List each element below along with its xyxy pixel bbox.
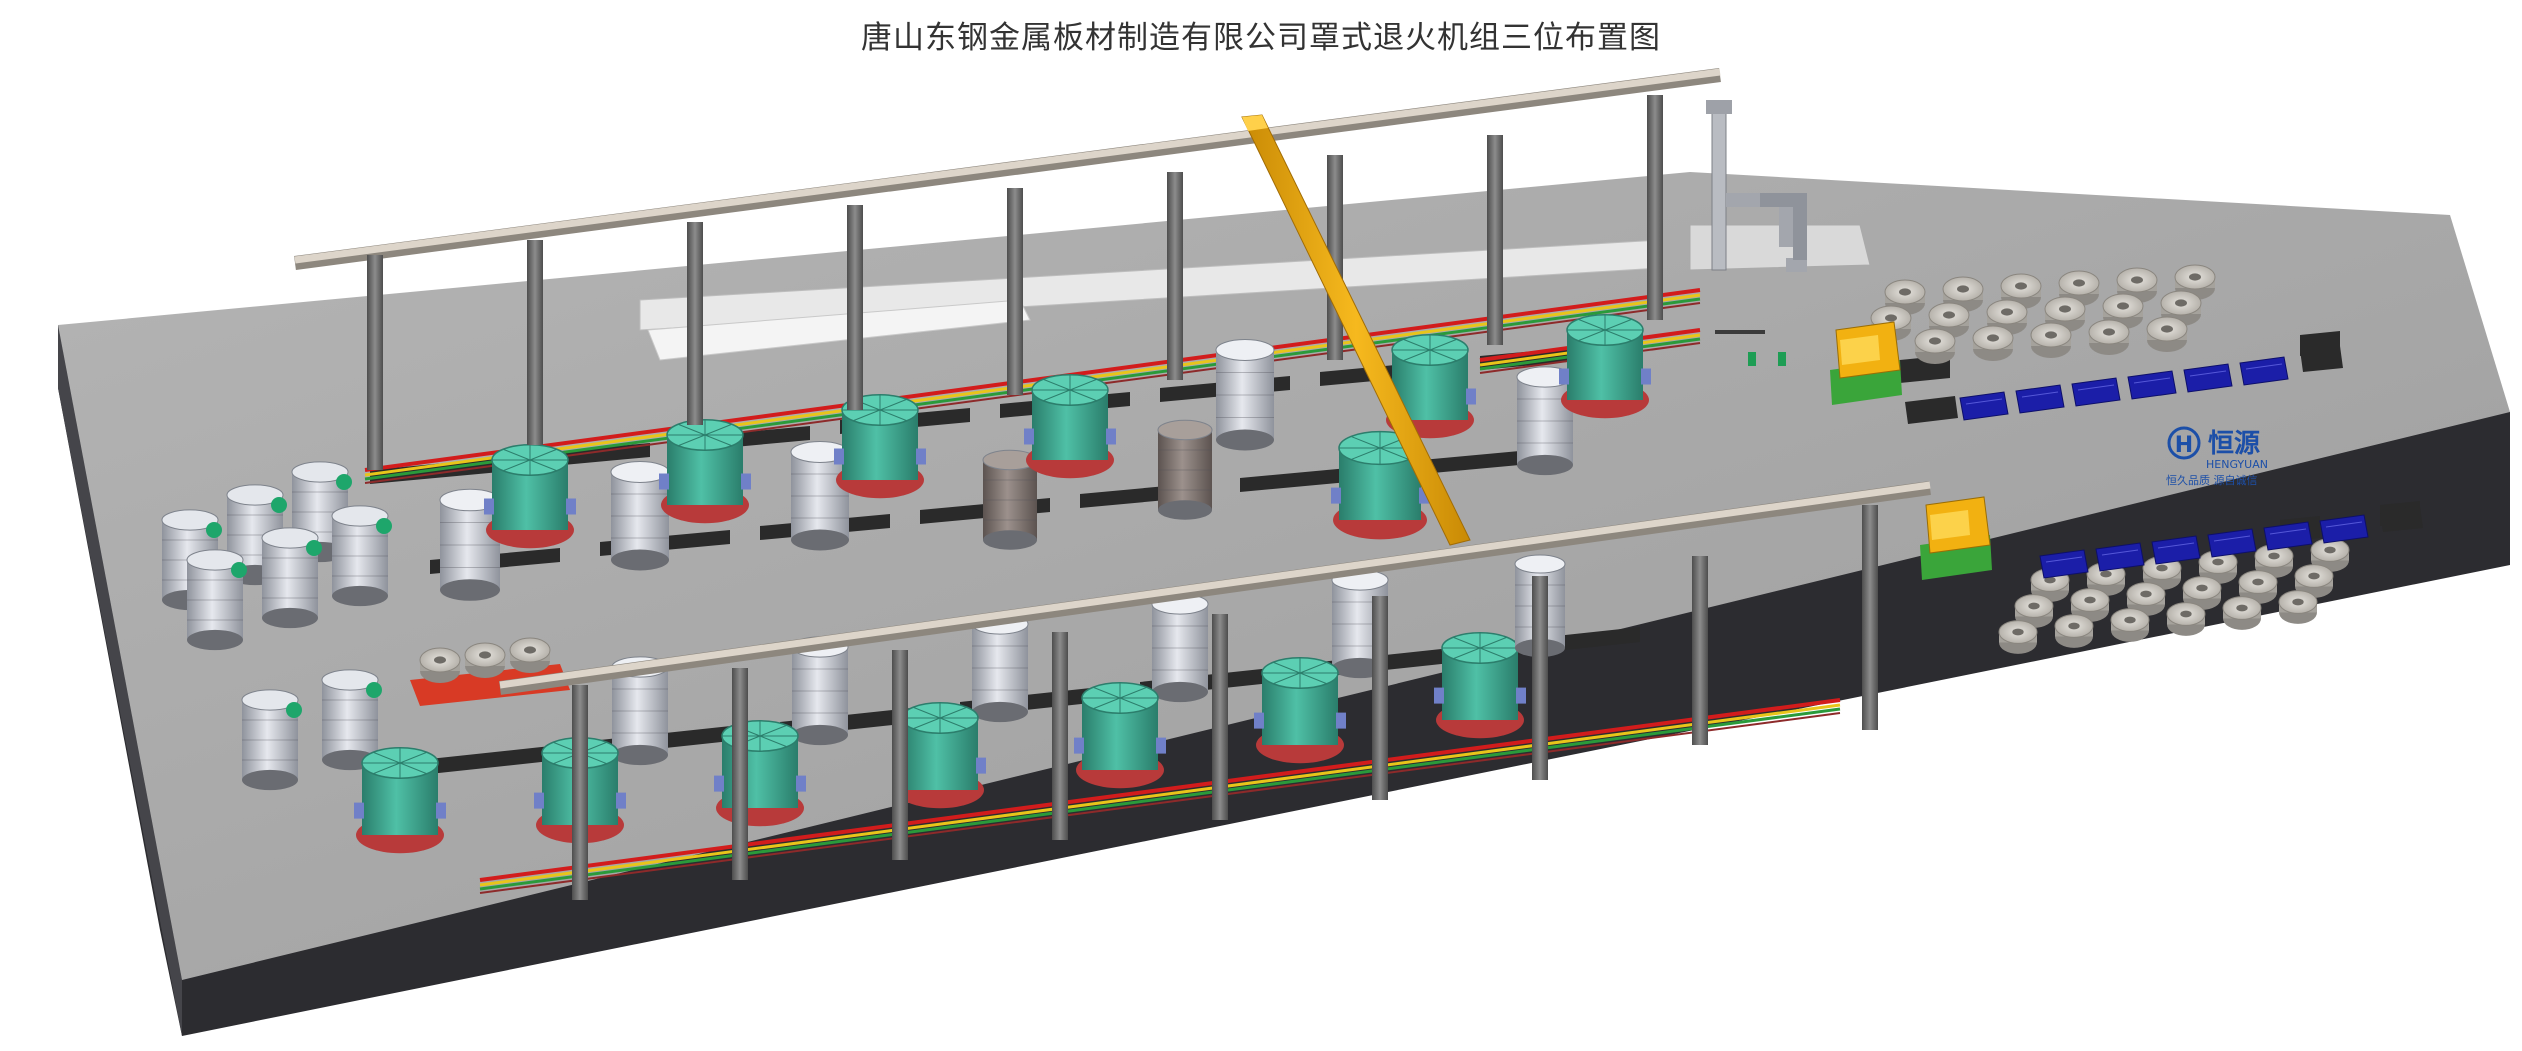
inner-cover-icon: [1151, 593, 1209, 703]
inner-cover-icon: [971, 613, 1029, 723]
floor-left-face: [58, 325, 182, 1036]
inner-cover-icon: [241, 689, 302, 791]
steel-coil-icon: [2110, 608, 2150, 642]
steel-coil-icon: [2102, 293, 2144, 329]
crane-column: [1372, 596, 1388, 800]
steel-coil-icon: [2088, 319, 2130, 355]
crane-column: [1692, 556, 1708, 745]
steel-coil-icon: [1914, 328, 1956, 364]
inner-cover-icon: [331, 505, 392, 607]
steel-coil-icon: [1986, 299, 2028, 335]
furnace-hood-icon: [894, 702, 986, 809]
inner-cover-icon: [982, 449, 1038, 550]
steel-coil-icon: [1942, 276, 1984, 312]
steel-coil-icon: [1998, 620, 2038, 654]
crane-column: [1647, 95, 1663, 320]
crane-column: [1862, 505, 1878, 730]
inner-cover-icon: [611, 656, 669, 766]
logo-latin: HENGYUAN: [2206, 458, 2268, 471]
inner-cover-icon: [791, 636, 849, 746]
steel-coil-icon: [2014, 594, 2054, 628]
back-building: [639, 224, 1871, 361]
furnace-hood-icon: [1074, 682, 1166, 789]
logo-mark: H: [2175, 433, 2193, 458]
pipe-rack-front: [479, 698, 1841, 894]
furnace-hood-icon: [354, 747, 446, 854]
coil-handling-machine: [1830, 321, 1902, 405]
inner-cover-icon: [321, 669, 382, 771]
furnace-hood-icon: [1559, 314, 1651, 419]
crane-column: [1487, 135, 1503, 345]
steel-coil-icon: [464, 642, 506, 678]
inner-cover-icon: [261, 527, 322, 629]
crane-column: [527, 240, 543, 445]
steel-coil-icon: [2030, 322, 2072, 358]
crane-column: [732, 668, 748, 880]
crane-column: [892, 650, 908, 860]
furnace-hood-icon: [834, 394, 926, 499]
floor-pit: [2300, 346, 2343, 372]
crane-column: [1167, 172, 1183, 380]
floor-pit: [1905, 396, 1958, 424]
furnace-hood-icon: [1434, 632, 1526, 739]
steel-coil-icon: [1972, 325, 2014, 361]
crane-column: [847, 205, 863, 410]
steel-coil-icon: [2222, 596, 2262, 630]
furnace-hood-icon: [1384, 334, 1476, 439]
crane-rail-front: [499, 481, 1931, 695]
logo-name: 恒源: [2208, 429, 2260, 459]
inner-cover-icon: [1514, 554, 1566, 657]
furnace-hood-icon: [1024, 374, 1116, 479]
chimney-icon: [1706, 100, 1807, 272]
inner-cover-icon: [186, 549, 247, 651]
inner-cover-icon: [610, 461, 670, 571]
furnace-hood-icon: [1254, 657, 1346, 764]
steel-coil-icon: [2044, 296, 2086, 332]
furnace-hood-icon: [714, 720, 806, 827]
steel-coil-icon: [2166, 602, 2206, 636]
diagram-title: 唐山东钢金属板材制造有限公司罩式退火机组三位布置图: [861, 20, 1661, 56]
crane-beam-icon: [1241, 114, 1471, 546]
steel-coil-icon: [2054, 614, 2094, 648]
steel-coil-icon: [2146, 316, 2188, 352]
steel-coil-icon: [2198, 550, 2238, 584]
equipment: [161, 264, 2369, 854]
furnace-hood-icon: [1331, 430, 1429, 540]
steel-coil-icon: [2254, 544, 2294, 578]
steel-coil-icon: [419, 647, 461, 683]
company-logo-icon: H 恒源 HENGYUAN 恒久品质 源自诚信: [2166, 426, 2268, 487]
floor-markers: [1715, 330, 1786, 366]
crane-structure: [294, 68, 1931, 900]
crane-column: [1007, 188, 1023, 395]
crane-column: [687, 222, 703, 425]
inner-cover-icon: [1215, 339, 1275, 451]
floor-pit: [2380, 506, 2423, 532]
furnace-hood-icon: [484, 444, 576, 549]
coil-carrier: [410, 664, 570, 706]
crane-column: [1532, 576, 1548, 780]
steel-coil-icon: [2278, 590, 2318, 624]
inner-cover-icon: [1157, 419, 1213, 520]
control-cabinet-icon: [2039, 514, 2369, 579]
crane-column: [1052, 632, 1068, 840]
steel-coil-icon: [2126, 582, 2166, 616]
crane-column: [572, 685, 588, 900]
control-cabinet-icon: [1959, 356, 2289, 421]
crane-column: [1212, 614, 1228, 820]
floor-pit: [420, 745, 560, 775]
floor-pit: [1240, 466, 1370, 492]
inner-cover-icon: [439, 488, 501, 601]
coil-handling-machine: [1920, 496, 1992, 580]
crane-column: [367, 255, 383, 470]
furnace-hood-icon: [659, 419, 751, 524]
steel-coil-icon: [509, 637, 551, 673]
steel-coil-icon: [2174, 264, 2216, 300]
logo-slogan: 恒久品质 源自诚信: [2166, 473, 2258, 487]
crane-rail-back: [294, 68, 1721, 270]
